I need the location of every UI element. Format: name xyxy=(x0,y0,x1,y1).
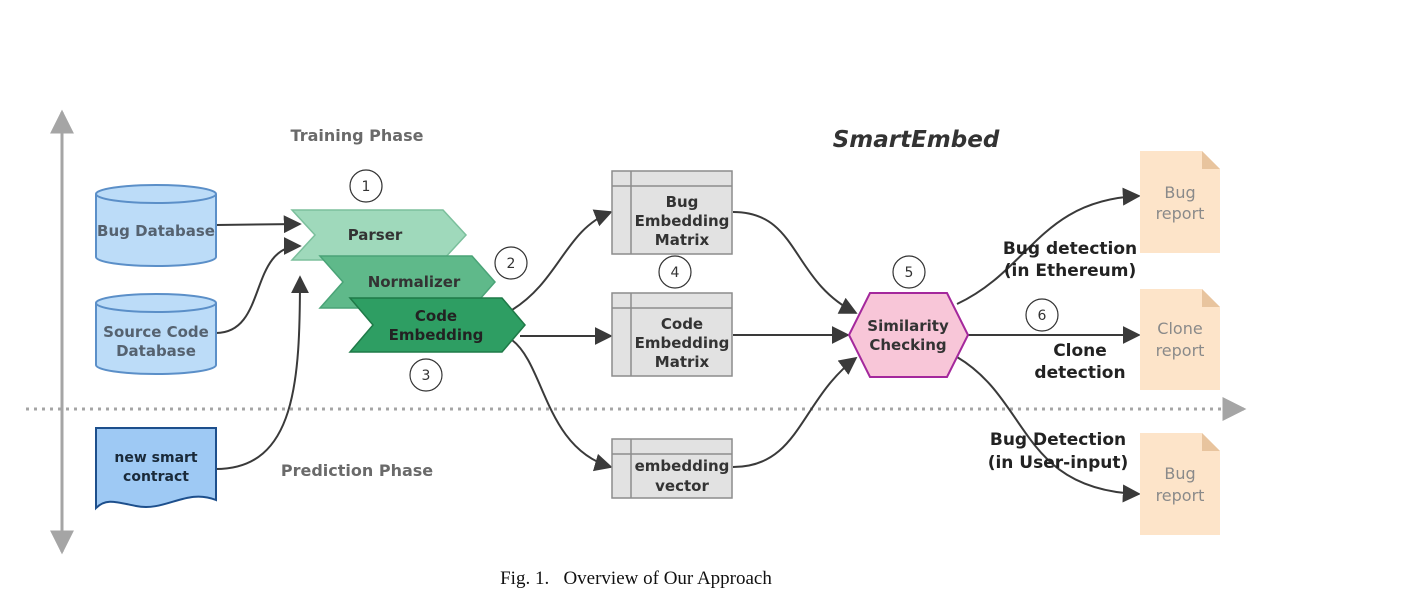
similarity-checking: Similarity Checking xyxy=(847,292,970,378)
svg-text:4: 4 xyxy=(671,265,680,281)
bug-detection-user-line1: Bug Detection xyxy=(990,430,1126,450)
source-db-label-line1: Source Code xyxy=(103,323,209,341)
edge-embedding-vector xyxy=(511,339,613,472)
contract-label-line2: contract xyxy=(123,469,189,485)
edge-similarity-bugreport2 xyxy=(956,356,1141,503)
embedding-vector: embedding vector xyxy=(611,438,733,499)
bug-detection-user-line2: (in User-input) xyxy=(988,453,1129,473)
bug-report-2: Bug report xyxy=(1140,433,1220,535)
svg-text:1: 1 xyxy=(362,179,371,195)
bug-report-1-line2: report xyxy=(1156,204,1205,223)
svg-text:2: 2 xyxy=(507,256,516,272)
step-4-marker: 4 xyxy=(658,255,692,289)
code-embedding-stage: Code Embedding xyxy=(348,297,526,353)
smartembed-title: SmartEmbed xyxy=(833,127,1000,153)
edge-vector-similarity xyxy=(732,356,858,468)
svg-text:5: 5 xyxy=(905,265,914,281)
new-smart-contract: new smart contract xyxy=(95,427,217,511)
step-1-marker: 1 xyxy=(349,169,383,203)
edge-contract-parser xyxy=(215,275,309,470)
code-matrix-line1: Code xyxy=(661,315,703,333)
svg-text:3: 3 xyxy=(422,368,431,384)
bug-matrix-line2: Embedding xyxy=(635,212,730,230)
step-2-marker: 2 xyxy=(494,246,528,280)
code-matrix-line3: Matrix xyxy=(655,353,710,371)
training-phase-label: Training Phase xyxy=(291,126,424,145)
bug-report-2-line1: Bug xyxy=(1164,464,1195,483)
contract-label-line1: new smart xyxy=(114,450,198,466)
clone-detection-line2: detection xyxy=(1034,363,1125,383)
prediction-phase-label: Prediction Phase xyxy=(281,461,433,480)
step-5-marker: 5 xyxy=(892,255,926,289)
similarity-line1: Similarity xyxy=(867,317,949,335)
bug-detection-eth-line2: (in Ethereum) xyxy=(1004,261,1137,281)
edge-sourcedb-parser xyxy=(215,237,302,334)
parser-stage: Parser xyxy=(290,209,468,261)
clone-report-line2: report xyxy=(1156,341,1205,360)
clone-report: Clone report xyxy=(1140,289,1220,390)
code-matrix-line2: Embedding xyxy=(635,334,730,352)
step-6-marker: 6 xyxy=(1025,298,1059,332)
edge-bugdb-parser xyxy=(215,215,302,234)
bug-matrix-line3: Matrix xyxy=(655,231,710,249)
normalizer-label: Normalizer xyxy=(368,273,461,291)
code-embedding-matrix: Code Embedding Matrix xyxy=(611,292,733,377)
step-3-marker: 3 xyxy=(409,358,443,392)
edge-embedding-bugmatrix xyxy=(511,209,613,311)
bug-detection-eth-line1: Bug detection xyxy=(1003,239,1137,259)
source-db-label-line2: Database xyxy=(116,342,196,360)
edge-bugmatrix-similarity xyxy=(732,211,858,314)
source-code-database: Source Code Database xyxy=(95,293,217,375)
bug-report-1-line1: Bug xyxy=(1164,183,1195,202)
edge-similarity-bugreport1 xyxy=(956,187,1141,305)
vector-line1: embedding xyxy=(635,457,730,475)
parser-label: Parser xyxy=(348,226,403,244)
figure-caption: Fig. 1. Overview of Our Approach xyxy=(500,568,772,589)
bug-database-label: Bug Database xyxy=(97,222,215,240)
bug-report-2-line2: report xyxy=(1156,486,1205,505)
similarity-line2: Checking xyxy=(869,336,946,354)
bug-database: Bug Database xyxy=(95,184,217,267)
code-embedding-label-line2: Embedding xyxy=(389,326,484,344)
vector-line2: vector xyxy=(655,477,709,495)
bug-embedding-matrix: Bug Embedding Matrix xyxy=(611,170,733,255)
code-embedding-label-line1: Code xyxy=(415,307,457,325)
clone-detection-line1: Clone xyxy=(1053,341,1107,361)
svg-text:6: 6 xyxy=(1038,308,1047,324)
bug-matrix-line1: Bug xyxy=(666,193,699,211)
bug-report-1: Bug report xyxy=(1140,151,1220,253)
clone-report-line1: Clone xyxy=(1157,319,1202,338)
